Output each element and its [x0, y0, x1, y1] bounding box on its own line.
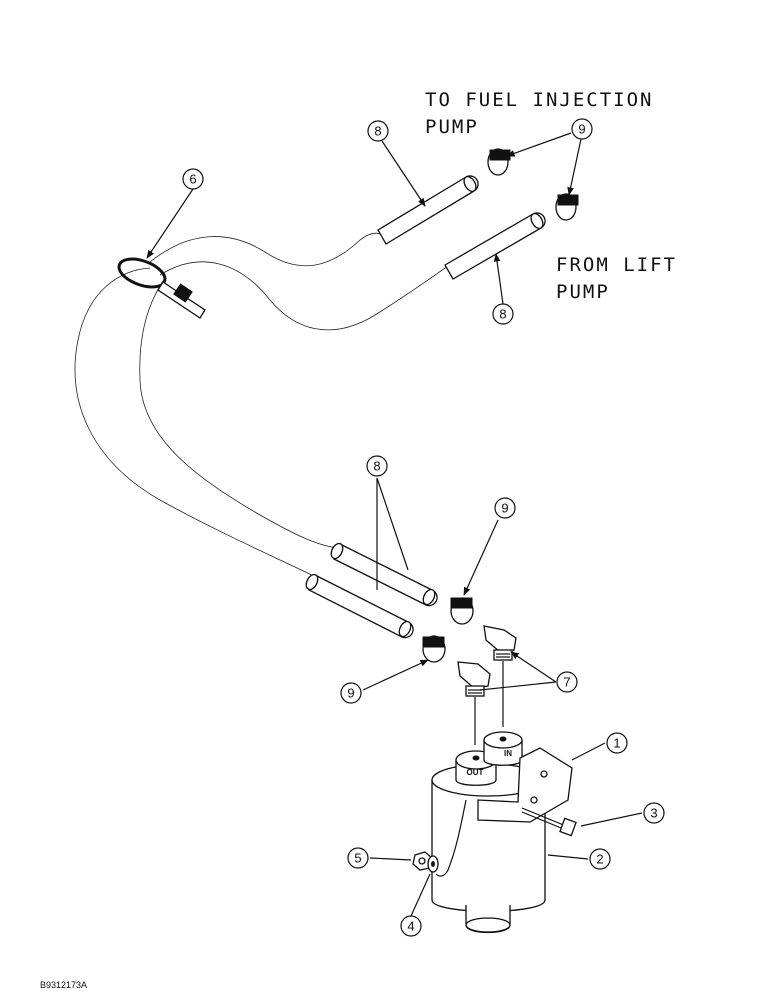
- callout-4: 4: [400, 915, 422, 937]
- hose-segment-upper-right: [444, 212, 546, 280]
- fuel-filter-assembly: OUT IN: [431, 731, 573, 934]
- callout-9-mid: 9: [494, 497, 516, 519]
- bolt: [521, 807, 577, 837]
- callout-3: 3: [643, 802, 665, 824]
- from-lift-pump-label-line1: FROM LIFT: [556, 254, 677, 276]
- hose-clamp-top-1: [487, 148, 511, 176]
- callout-6: 6: [182, 168, 204, 190]
- callout-2-number: 2: [596, 852, 603, 867]
- callout-1-number: 1: [613, 736, 620, 751]
- callout-7-number: 7: [563, 675, 570, 690]
- to-injection-pump-label-line2: PUMP: [425, 116, 479, 138]
- callout-8-right-number: 8: [499, 307, 506, 322]
- callout-8-mid-number: 8: [373, 459, 380, 474]
- elbow-fitting-upper: [483, 625, 517, 661]
- callout-8-top-number: 8: [374, 124, 381, 139]
- callout-3-number: 3: [650, 806, 657, 821]
- hose-segment-lower-upper: [330, 542, 438, 607]
- leader-lines: [146, 132, 643, 917]
- callout-9-mid-number: 9: [501, 501, 508, 516]
- hose-clamp-top-2: [555, 193, 579, 221]
- hose-routing: [74, 232, 449, 579]
- out-port-label: OUT: [467, 768, 484, 777]
- callout-9-low: 9: [340, 682, 362, 704]
- callout-8-top: 8: [367, 120, 389, 142]
- from-lift-pump-label-line2: PUMP: [556, 281, 610, 303]
- nut: [412, 851, 433, 871]
- callout-6-number: 6: [189, 172, 196, 187]
- callout-8-mid: 8: [366, 455, 388, 477]
- washer: [427, 855, 439, 873]
- callout-9-top-number: 9: [578, 122, 585, 137]
- callout-4-number: 4: [407, 919, 414, 934]
- hose-segment-lower-lower: [305, 573, 414, 639]
- callout-9-top: 9: [571, 118, 593, 140]
- out-port-hole: [472, 755, 480, 761]
- callout-1: 1: [606, 732, 628, 754]
- hose-clamp-low: [422, 635, 446, 663]
- in-port-hole: [499, 736, 507, 742]
- in-port-label: IN: [504, 749, 512, 758]
- callout-8-right: 8: [492, 303, 514, 325]
- cable-tie: [117, 257, 206, 319]
- to-injection-pump-label-line1: TO FUEL INJECTION: [425, 89, 653, 111]
- callout-5: 5: [347, 847, 369, 869]
- callout-9-low-number: 9: [347, 686, 354, 701]
- callout-2: 2: [589, 848, 611, 870]
- callout-5-number: 5: [354, 851, 361, 866]
- elbow-fitting-lower: [457, 661, 491, 697]
- figure-code: B9312173A: [40, 980, 87, 990]
- hose-clamp-mid: [450, 597, 474, 625]
- mounting-bracket: [477, 747, 573, 823]
- hose-segment-upper-left: [377, 175, 479, 245]
- callout-7: 7: [556, 671, 578, 693]
